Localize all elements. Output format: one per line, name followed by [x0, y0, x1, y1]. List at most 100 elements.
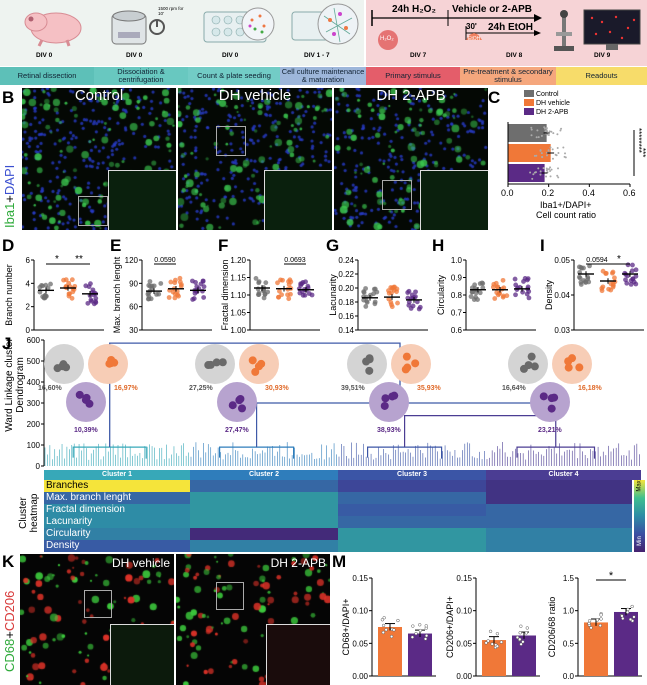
- data-point: [147, 279, 153, 284]
- heatmap-scale: [634, 480, 645, 552]
- data-point: [406, 299, 412, 305]
- k-title: DH vehicle: [111, 556, 170, 570]
- data-point: [549, 166, 552, 169]
- data-point: [381, 630, 385, 635]
- heatmap-row: Lacunarity: [44, 516, 632, 528]
- bar: [378, 627, 402, 676]
- data-point: [69, 277, 75, 283]
- data-point: [418, 623, 422, 627]
- data-point: [492, 296, 498, 301]
- data-point: [547, 134, 550, 137]
- step-dissociation: Dissociation & centrifugation: [94, 67, 188, 85]
- data-point: [529, 171, 532, 174]
- data-point: [361, 289, 367, 295]
- data-point: [564, 152, 567, 155]
- heatmap-cell: [486, 480, 632, 492]
- data-point: [381, 623, 386, 628]
- data-point: [512, 276, 518, 282]
- cluster-label-4: Cluster 4: [486, 470, 641, 480]
- panel-label-j: J: [2, 334, 12, 353]
- data-point: [392, 628, 396, 632]
- y-tick-label: 1.05: [230, 309, 246, 318]
- data-point: [303, 279, 308, 285]
- purple-percent: 10,39%: [74, 427, 99, 434]
- div-label-0: DIV 0: [36, 52, 53, 59]
- data-point: [531, 177, 534, 180]
- y-tick-label: 90: [129, 279, 138, 288]
- data-point: [286, 296, 292, 302]
- data-point: [389, 304, 395, 310]
- data-point: [583, 280, 589, 285]
- data-point: [549, 175, 552, 178]
- micrograph-title-2apb: DH 2-APB: [376, 88, 446, 104]
- data-point: [547, 149, 550, 152]
- data-point: [610, 269, 616, 275]
- legend-label: Control: [536, 91, 559, 98]
- data-point: [490, 642, 494, 646]
- data-point: [633, 267, 639, 273]
- iba1-dapi-label: Iba1+DAPI: [2, 118, 20, 228]
- data-point: [603, 271, 609, 276]
- data-point: [382, 616, 386, 620]
- data-point: [177, 275, 183, 281]
- y-tick-label: 1.00: [230, 326, 246, 334]
- data-point: [504, 293, 510, 299]
- panel-label-m: M: [332, 552, 347, 571]
- data-point: [536, 129, 539, 132]
- orange-percent: 30,93%: [265, 385, 290, 392]
- div-label-4: DIV 7: [410, 52, 427, 59]
- data-point: [384, 628, 388, 632]
- heatmap-cell: [190, 492, 338, 504]
- dendrogram-branch: [367, 446, 443, 459]
- micrograph-dh-2apb: DH 2-APB: [334, 88, 488, 230]
- heatmap-cell: [338, 492, 486, 504]
- data-point: [520, 289, 525, 295]
- heatmap-cell: [338, 528, 486, 540]
- data-point: [550, 168, 553, 171]
- data-point: [500, 294, 506, 300]
- data-point: [495, 632, 500, 636]
- scale-max-label: Max: [636, 480, 643, 492]
- data-point: [599, 288, 605, 294]
- data-point: [539, 170, 542, 173]
- heatmap-cell: [44, 492, 190, 504]
- data-point: [530, 126, 533, 129]
- grey-percent: 39,51%: [341, 385, 366, 392]
- data-point: [263, 280, 269, 286]
- y-tick-label: 0.5: [563, 639, 575, 648]
- micrograph-title-vehicle: DH vehicle: [218, 88, 292, 104]
- y-axis-label: CD206/68 ratio: [547, 597, 557, 658]
- data-point: [537, 167, 540, 170]
- y-tick-label: 120: [125, 256, 139, 265]
- heatmap-row-label: Fractal dimension: [46, 504, 125, 515]
- data-point: [554, 153, 557, 156]
- data-point: [305, 283, 311, 289]
- data-point: [626, 607, 630, 612]
- data-point: [168, 279, 174, 285]
- data-point: [406, 288, 412, 294]
- chart-m2: CD206+/DAPI+0.000.050.100.15: [445, 574, 540, 681]
- heatmap-cell: [486, 504, 632, 516]
- step-primary-stimulus: Primary stimulus: [366, 67, 460, 85]
- data-point: [501, 285, 507, 291]
- data-point: [166, 295, 172, 300]
- data-point: [423, 637, 428, 641]
- heatmap-row: Fractal dimension: [44, 504, 632, 516]
- y-tick-label: 0.15: [456, 574, 472, 583]
- heatmap-row: Max. branch lenght: [44, 492, 632, 504]
- data-point: [172, 295, 178, 301]
- data-point: [628, 617, 633, 622]
- y-tick-label: 60: [129, 303, 138, 312]
- data-point: [477, 290, 483, 296]
- heatmap-row-label: Lacunarity: [46, 516, 93, 527]
- data-point: [411, 624, 415, 628]
- data-point: [600, 284, 606, 290]
- data-point: [154, 292, 159, 297]
- data-point: [388, 299, 394, 305]
- data-point: [632, 615, 636, 619]
- data-point: [306, 291, 312, 296]
- data-point: [151, 283, 157, 289]
- data-point: [624, 280, 630, 286]
